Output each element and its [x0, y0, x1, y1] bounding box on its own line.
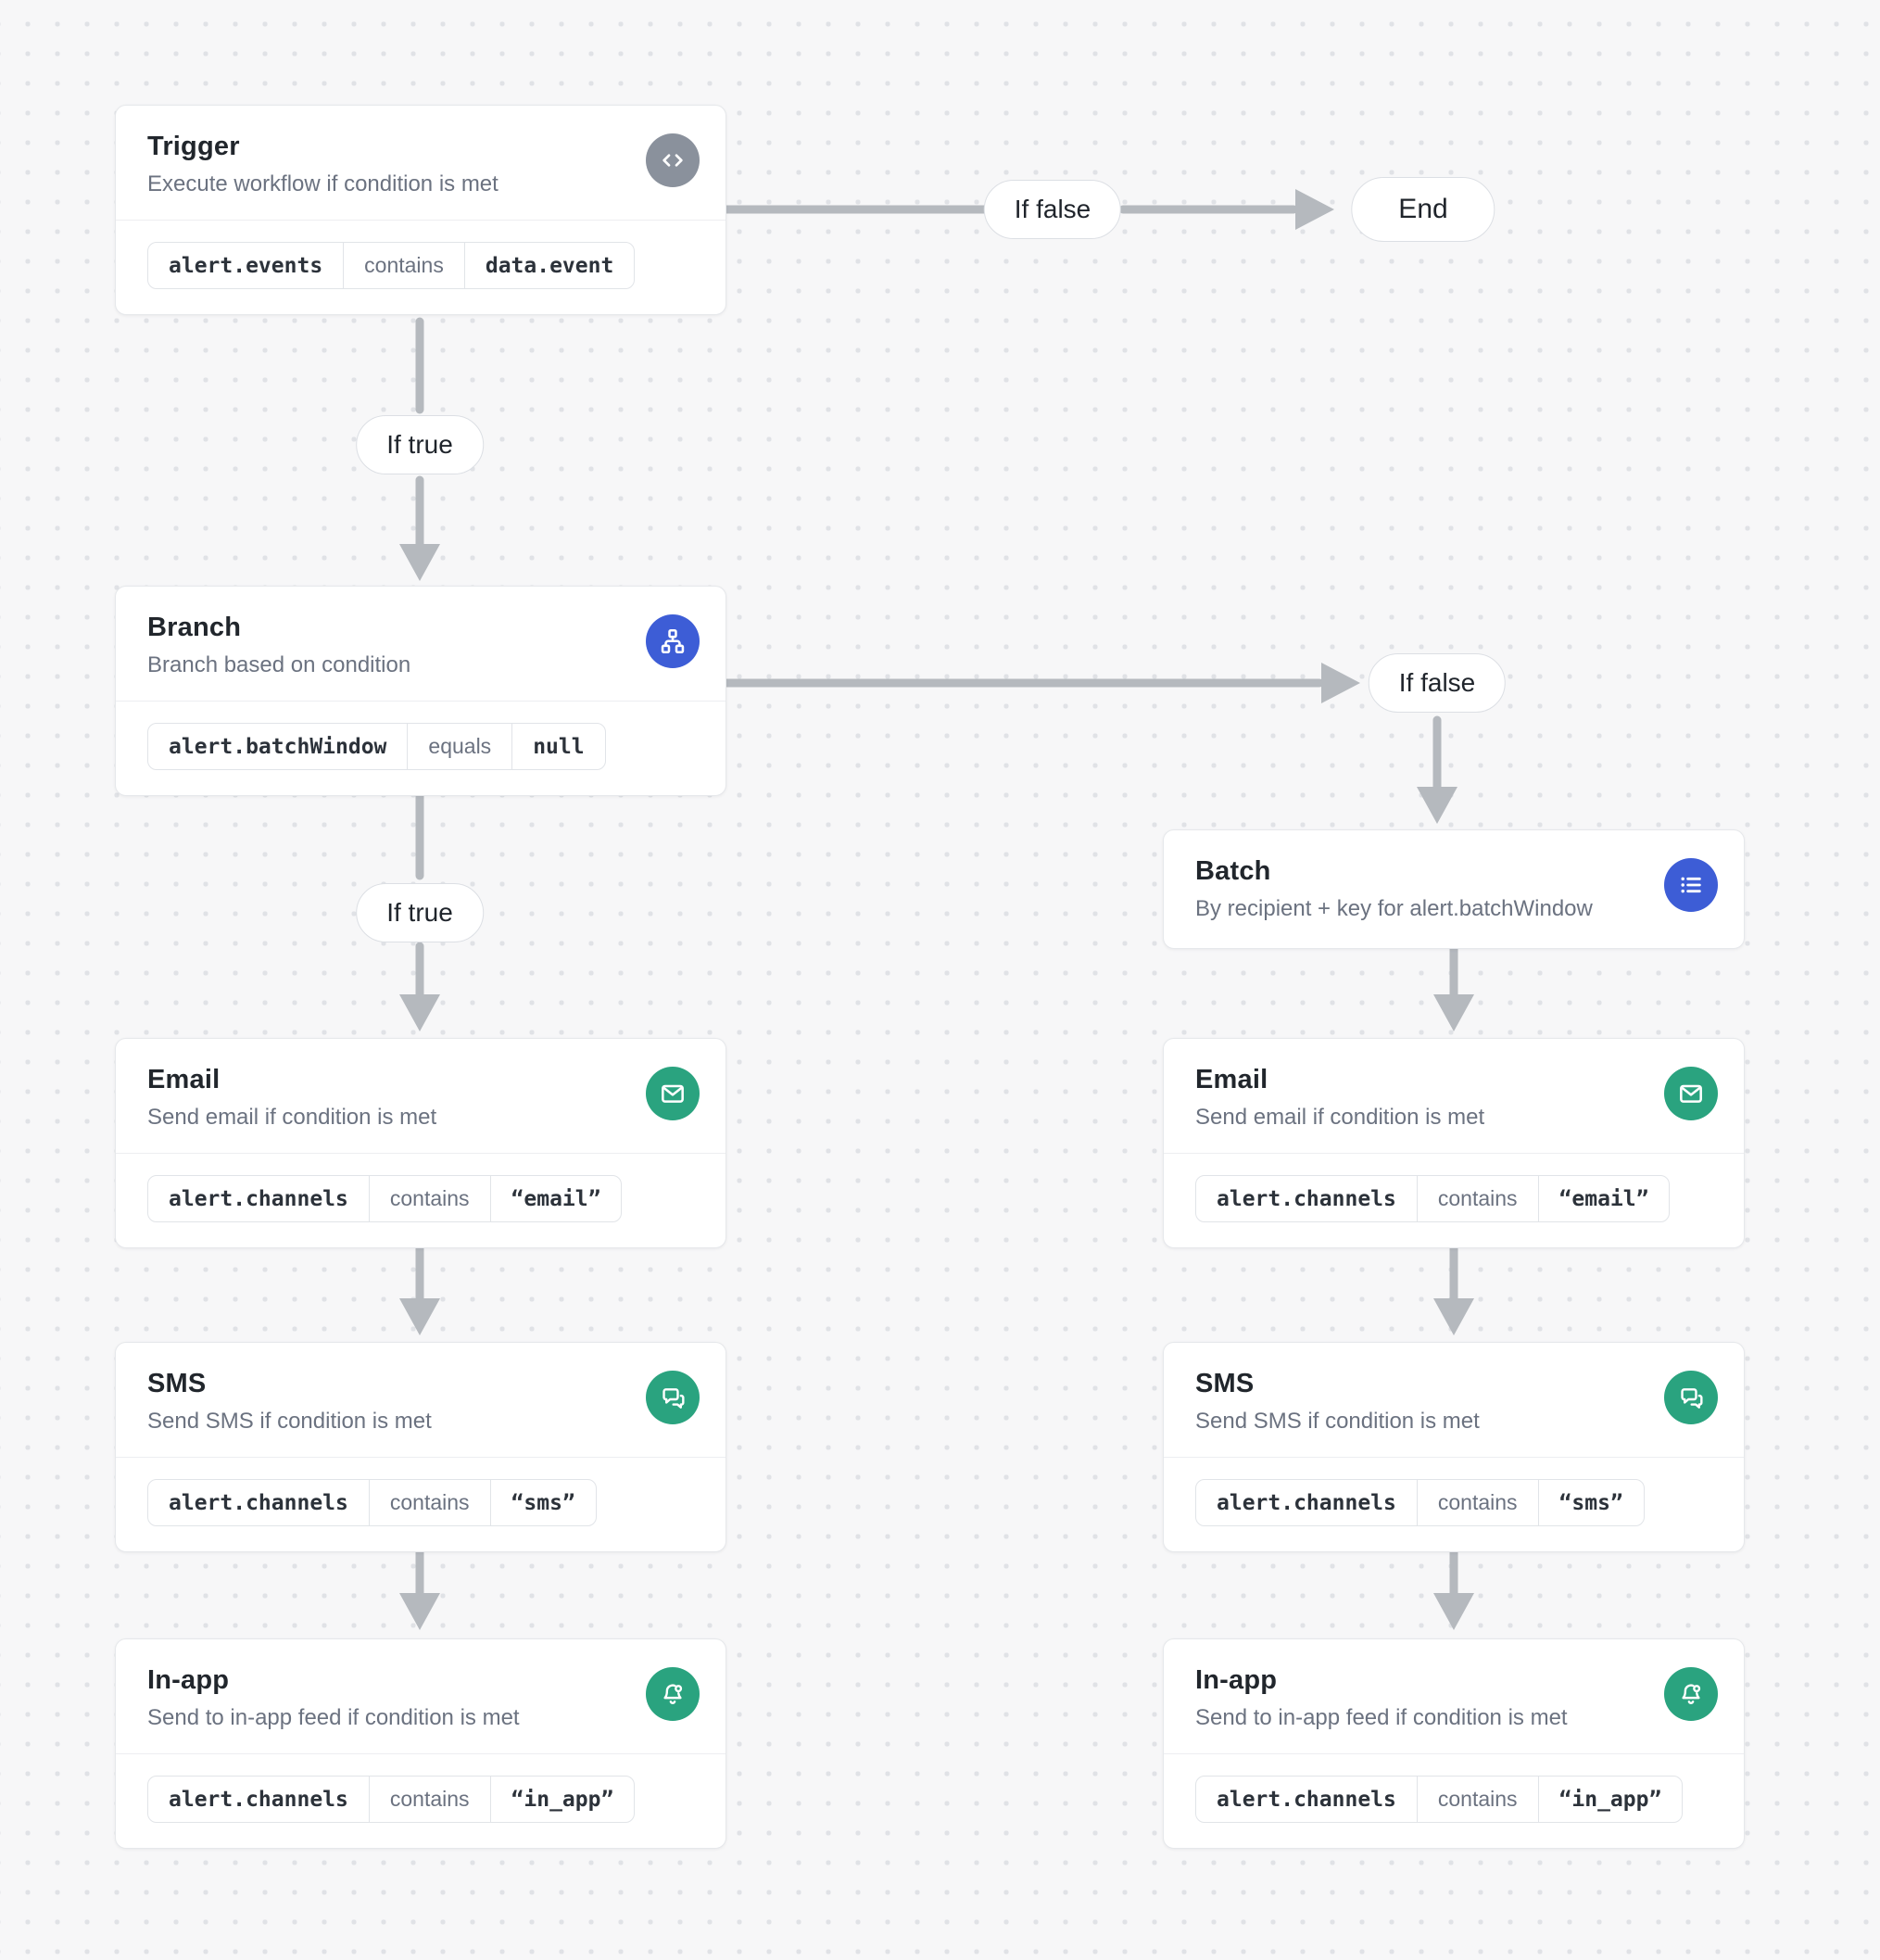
condition-operator: equals	[407, 724, 511, 769]
condition-chip: alert.channels contains “email”	[1195, 1175, 1671, 1222]
edge-label-if-false-trigger: If false	[983, 180, 1122, 239]
condition-field: alert.batchWindow	[169, 734, 387, 759]
sitemap-icon	[646, 614, 700, 668]
condition-chip: alert.channels contains “email”	[147, 1175, 623, 1222]
node-title: Email	[147, 1065, 221, 1094]
condition-field: alert.channels	[1217, 1186, 1396, 1211]
node-subtitle: Send to in-app feed if condition is met	[147, 1705, 520, 1730]
node-inapp-right[interactable]: In-app Send to in-app feed if condition …	[1163, 1638, 1745, 1849]
chat-bubbles-icon	[646, 1371, 700, 1424]
list-icon	[1664, 858, 1718, 912]
node-subtitle: Branch based on condition	[147, 652, 411, 677]
node-subtitle: Send to in-app feed if condition is met	[1195, 1705, 1568, 1730]
node-title: Email	[1195, 1065, 1268, 1094]
condition-chip: alert.events contains data.event	[147, 242, 636, 289]
edge-label-if-true-trigger: If true	[356, 415, 484, 474]
edge-label-if-true-branch: If true	[356, 883, 484, 942]
node-title: SMS	[1195, 1369, 1255, 1398]
condition-field: alert.channels	[1217, 1490, 1396, 1515]
node-batch[interactable]: Batch By recipient + key for alert.batch…	[1163, 829, 1745, 949]
node-subtitle: Send SMS if condition is met	[1195, 1409, 1480, 1434]
condition-chip: alert.channels contains “in_app”	[147, 1776, 636, 1823]
condition-value: “sms”	[1537, 1480, 1644, 1525]
condition-operator: contains	[368, 1176, 490, 1221]
condition-value: “email”	[489, 1176, 622, 1221]
node-subtitle: Send email if condition is met	[147, 1105, 437, 1130]
condition-value: data.event	[463, 243, 634, 288]
condition-chip: alert.batchWindow equals null	[147, 723, 606, 770]
envelope-icon	[646, 1067, 700, 1120]
bell-icon	[646, 1667, 700, 1721]
chat-bubbles-icon	[1664, 1371, 1718, 1424]
condition-value: “email”	[1537, 1176, 1670, 1221]
node-sms-left[interactable]: SMS Send SMS if condition is met alert.c…	[115, 1342, 726, 1552]
condition-chip: alert.channels contains “sms”	[1195, 1479, 1645, 1526]
end-node: End	[1351, 177, 1495, 242]
condition-operator: contains	[343, 243, 464, 288]
node-title: In-app	[1195, 1665, 1278, 1695]
bell-icon	[1664, 1667, 1718, 1721]
code-icon	[646, 133, 700, 187]
condition-field: alert.channels	[169, 1490, 348, 1515]
condition-operator: contains	[1416, 1480, 1538, 1525]
condition-operator: contains	[1416, 1176, 1538, 1221]
node-subtitle: By recipient + key for alert.batchWindow	[1195, 896, 1593, 921]
condition-value: null	[511, 724, 604, 769]
envelope-icon	[1664, 1067, 1718, 1120]
condition-value: “in_app”	[489, 1777, 635, 1822]
condition-field: alert.events	[169, 253, 323, 278]
condition-operator: contains	[368, 1480, 490, 1525]
condition-value: “sms”	[489, 1480, 596, 1525]
node-subtitle: Send email if condition is met	[1195, 1105, 1485, 1130]
node-subtitle: Execute workflow if condition is met	[147, 171, 498, 196]
node-title: Trigger	[147, 132, 240, 161]
condition-field: alert.channels	[169, 1787, 348, 1812]
node-title: Batch	[1195, 856, 1271, 886]
node-inapp-left[interactable]: In-app Send to in-app feed if condition …	[115, 1638, 726, 1849]
node-title: In-app	[147, 1665, 230, 1695]
node-subtitle: Send SMS if condition is met	[147, 1409, 432, 1434]
node-sms-right[interactable]: SMS Send SMS if condition is met alert.c…	[1163, 1342, 1745, 1552]
condition-field: alert.channels	[169, 1186, 348, 1211]
condition-operator: contains	[368, 1777, 490, 1822]
node-branch[interactable]: Branch Branch based on condition alert.b…	[115, 586, 726, 796]
node-email-left[interactable]: Email Send email if condition is met ale…	[115, 1038, 726, 1248]
node-trigger[interactable]: Trigger Execute workflow if condition is…	[115, 105, 726, 315]
condition-field: alert.channels	[1217, 1787, 1396, 1812]
node-title: SMS	[147, 1369, 207, 1398]
edge-label-if-false-branch: If false	[1368, 653, 1507, 713]
condition-chip: alert.channels contains “in_app”	[1195, 1776, 1684, 1823]
condition-value: “in_app”	[1537, 1777, 1683, 1822]
condition-chip: alert.channels contains “sms”	[147, 1479, 597, 1526]
node-title: Branch	[147, 613, 242, 642]
node-email-right[interactable]: Email Send email if condition is met ale…	[1163, 1038, 1745, 1248]
condition-operator: contains	[1416, 1777, 1538, 1822]
